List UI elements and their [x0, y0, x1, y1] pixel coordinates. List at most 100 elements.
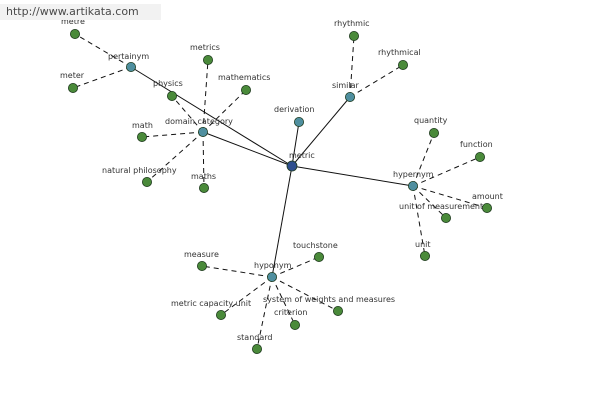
node-label: standard — [237, 333, 272, 342]
leaf-node-rhythmic[interactable]: rhythmic — [334, 19, 370, 41]
node-dot[interactable] — [419, 250, 430, 261]
leaf-node-physics[interactable]: physics — [153, 79, 183, 102]
relation-node-hypernym[interactable]: hypernym — [393, 170, 434, 191]
node-label: measure — [184, 250, 219, 259]
node-label: unit of measurement — [399, 202, 483, 211]
edge-metric-derivation — [291, 121, 300, 167]
leaf-node-meter[interactable]: meter — [60, 71, 85, 94]
node-dot[interactable] — [70, 28, 81, 39]
leaf-node-metrics[interactable]: metrics — [190, 43, 220, 66]
node-dot[interactable] — [332, 305, 343, 316]
node-dot[interactable] — [141, 176, 152, 187]
node-dot[interactable] — [126, 62, 137, 73]
relation-node-similar[interactable]: similar — [332, 81, 360, 103]
edge-domain-category-natural-philosophy — [146, 131, 204, 183]
leaf-node-natural-philosophy[interactable]: natural philosophy — [102, 166, 177, 187]
leaf-node-maths[interactable]: maths — [191, 172, 216, 193]
node-dot[interactable] — [407, 180, 418, 191]
node-dot[interactable] — [68, 83, 79, 94]
leaf-node-function[interactable]: function — [460, 140, 493, 162]
node-label: rhythmical — [378, 48, 421, 57]
node-label: pertainym — [108, 52, 149, 61]
node-dot[interactable] — [428, 127, 439, 138]
edge-pertainym-metre — [74, 33, 132, 68]
edge-metric-hyponym — [271, 165, 293, 278]
leaf-node-mathematics[interactable]: mathematics — [218, 73, 270, 96]
relation-node-hyponym[interactable]: hyponym — [254, 261, 292, 282]
node-dot[interactable] — [166, 91, 177, 102]
edge-metric-hypernym — [291, 165, 414, 187]
node-dot[interactable] — [197, 127, 208, 138]
leaf-node-unit[interactable]: unit — [415, 240, 431, 261]
node-dot[interactable] — [266, 271, 277, 282]
node-dot[interactable] — [240, 85, 251, 96]
edge-domain-category-math — [141, 131, 204, 138]
leaf-node-standard[interactable]: standard — [237, 333, 272, 354]
node-label: derivation — [274, 105, 314, 114]
edge-metric-similar — [291, 96, 351, 167]
edge-similar-rhythmical — [349, 64, 404, 98]
node-label: metre — [61, 17, 85, 26]
node-label: similar — [332, 81, 360, 90]
node-dot[interactable] — [481, 202, 492, 213]
edge-domain-category-maths — [202, 131, 205, 189]
leaf-node-quantity[interactable]: quantity — [414, 116, 448, 138]
node-dot[interactable] — [397, 60, 408, 71]
node-label: touchstone — [293, 241, 338, 250]
edge-domain-category-physics — [171, 95, 204, 133]
relation-node-pertainym[interactable]: pertainym — [108, 52, 149, 73]
node-label: domain category — [165, 117, 233, 126]
leaf-node-measure[interactable]: measure — [184, 250, 219, 271]
relation-node-domain-category[interactable]: domain category — [165, 117, 233, 138]
node-label: criterion — [274, 308, 307, 317]
node-dot[interactable] — [313, 251, 324, 262]
node-label: amount — [472, 192, 503, 201]
node-label: system of weights and measures — [263, 295, 395, 304]
leaf-node-touchstone[interactable]: touchstone — [293, 241, 338, 262]
node-dot[interactable] — [344, 92, 355, 103]
node-dot[interactable] — [286, 160, 298, 172]
node-dot[interactable] — [251, 343, 262, 354]
node-label: function — [460, 140, 493, 149]
relation-node-derivation[interactable]: derivation — [274, 105, 314, 128]
node-dot[interactable] — [440, 212, 451, 223]
node-label: natural philosophy — [102, 166, 177, 175]
leaf-node-amount[interactable]: amount — [472, 192, 503, 213]
leaf-node-system-of-weights-and-measures[interactable]: system of weights and measures — [263, 295, 395, 316]
node-dot[interactable] — [474, 151, 485, 162]
node-dot[interactable] — [293, 117, 304, 128]
node-label: hyponym — [254, 261, 292, 270]
edge-pertainym-meter — [72, 66, 132, 89]
leaf-node-criterion[interactable]: criterion — [274, 308, 307, 330]
node-dot[interactable] — [136, 131, 147, 142]
center-node-metric[interactable]: metric — [286, 151, 315, 172]
node-label: hypernym — [393, 170, 434, 179]
leaf-node-rhythmical[interactable]: rhythmical — [378, 48, 421, 71]
leaf-node-unit-of-measurement[interactable]: unit of measurement — [399, 202, 483, 223]
leaf-node-math[interactable]: math — [132, 121, 153, 142]
edge-metric-domain-category — [202, 131, 293, 167]
node-label: maths — [191, 172, 216, 181]
edge-hyponym-standard — [256, 276, 273, 350]
node-label: quantity — [414, 116, 448, 125]
leaf-node-metre[interactable]: metre — [61, 17, 85, 39]
edge-hypernym-unit — [412, 185, 426, 257]
edge-metric-pertainym — [130, 66, 293, 167]
edge-hyponym-measure — [201, 265, 273, 278]
node-label: metric — [289, 151, 315, 160]
leaf-node-metric-capacity-unit[interactable]: metric capacity unit — [171, 299, 251, 320]
edge-hypernym-amount — [412, 185, 488, 209]
edge-domain-category-metrics — [202, 59, 209, 133]
node-dot[interactable] — [348, 30, 359, 41]
edge-domain-category-mathematics — [202, 89, 247, 133]
edge-hypernym-quantity — [412, 132, 435, 187]
edge-hypernym-unit-of-measurement — [412, 185, 447, 219]
node-dot[interactable] — [215, 309, 226, 320]
node-label: physics — [153, 79, 183, 88]
node-dot[interactable] — [202, 55, 213, 66]
node-dot[interactable] — [196, 260, 207, 271]
node-dot[interactable] — [289, 319, 300, 330]
graph-nodes: metre meter metrics physics mathematics math n… — [60, 17, 503, 354]
node-dot[interactable] — [198, 182, 209, 193]
